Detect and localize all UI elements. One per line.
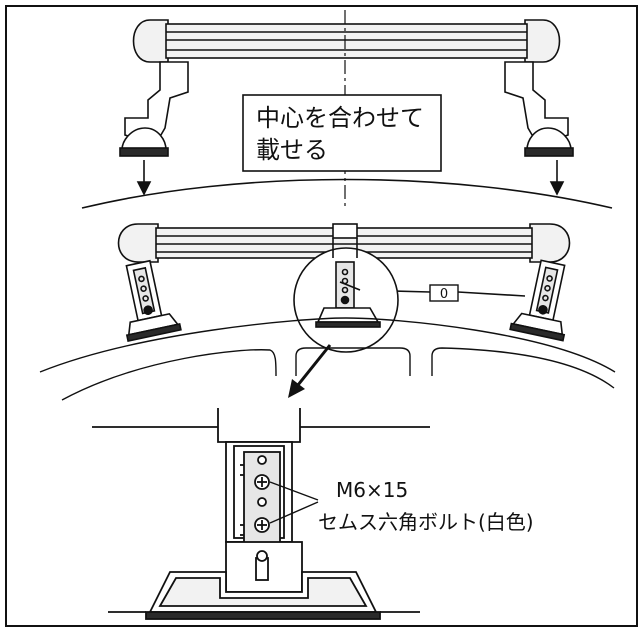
detail-hole-1 xyxy=(257,455,267,465)
callout-box xyxy=(242,94,442,172)
bolt-spec-label: M6×15 xyxy=(336,478,408,502)
bolt-lower-icon xyxy=(254,517,270,533)
right-pad-base xyxy=(524,147,574,157)
detail-base-rubber xyxy=(145,611,381,620)
crossbar xyxy=(165,23,528,59)
detail-clamp-block xyxy=(225,541,303,593)
center-marker-box xyxy=(429,284,459,302)
mounted-left-foot xyxy=(125,259,182,342)
detail-bar-profile xyxy=(217,408,301,443)
center-marker: 0 xyxy=(429,284,459,302)
mounted-left-end-cap xyxy=(117,223,159,263)
right-down-arrow-icon xyxy=(549,181,565,196)
roof-panels xyxy=(39,317,616,401)
left-pad xyxy=(121,127,167,151)
center-callout: 中心を合わせて 載せる xyxy=(242,94,442,172)
leader-line-lower xyxy=(269,501,319,524)
detail-arrow-icon xyxy=(288,379,305,398)
detail-arrow-shaft xyxy=(296,344,332,386)
left-down-arrow-icon xyxy=(136,181,152,196)
measure-line-right xyxy=(457,291,526,297)
detail-hole-2 xyxy=(257,497,267,507)
carrier-top-view xyxy=(119,19,574,196)
foot-detail xyxy=(92,408,430,620)
mounted-right-foot xyxy=(509,259,566,342)
leader-line-upper xyxy=(269,481,319,501)
mounted-right-end-cap xyxy=(529,223,571,263)
carrier-mounted-view xyxy=(117,223,571,342)
bolt-upper-icon xyxy=(254,474,270,490)
left-pad-base xyxy=(119,147,169,157)
left-end-cap xyxy=(132,19,169,63)
center-marker-value: 0 xyxy=(440,287,448,302)
right-end-cap xyxy=(524,19,561,63)
roof-arc xyxy=(81,178,613,209)
right-pad xyxy=(526,127,572,151)
bolt-type-label: セムス六角ボルト(白色) xyxy=(318,510,534,534)
callout-line-1: 中心を合わせて xyxy=(256,104,424,132)
center-clamp-top xyxy=(332,223,358,239)
callout-line-2: 載せる xyxy=(256,136,328,164)
